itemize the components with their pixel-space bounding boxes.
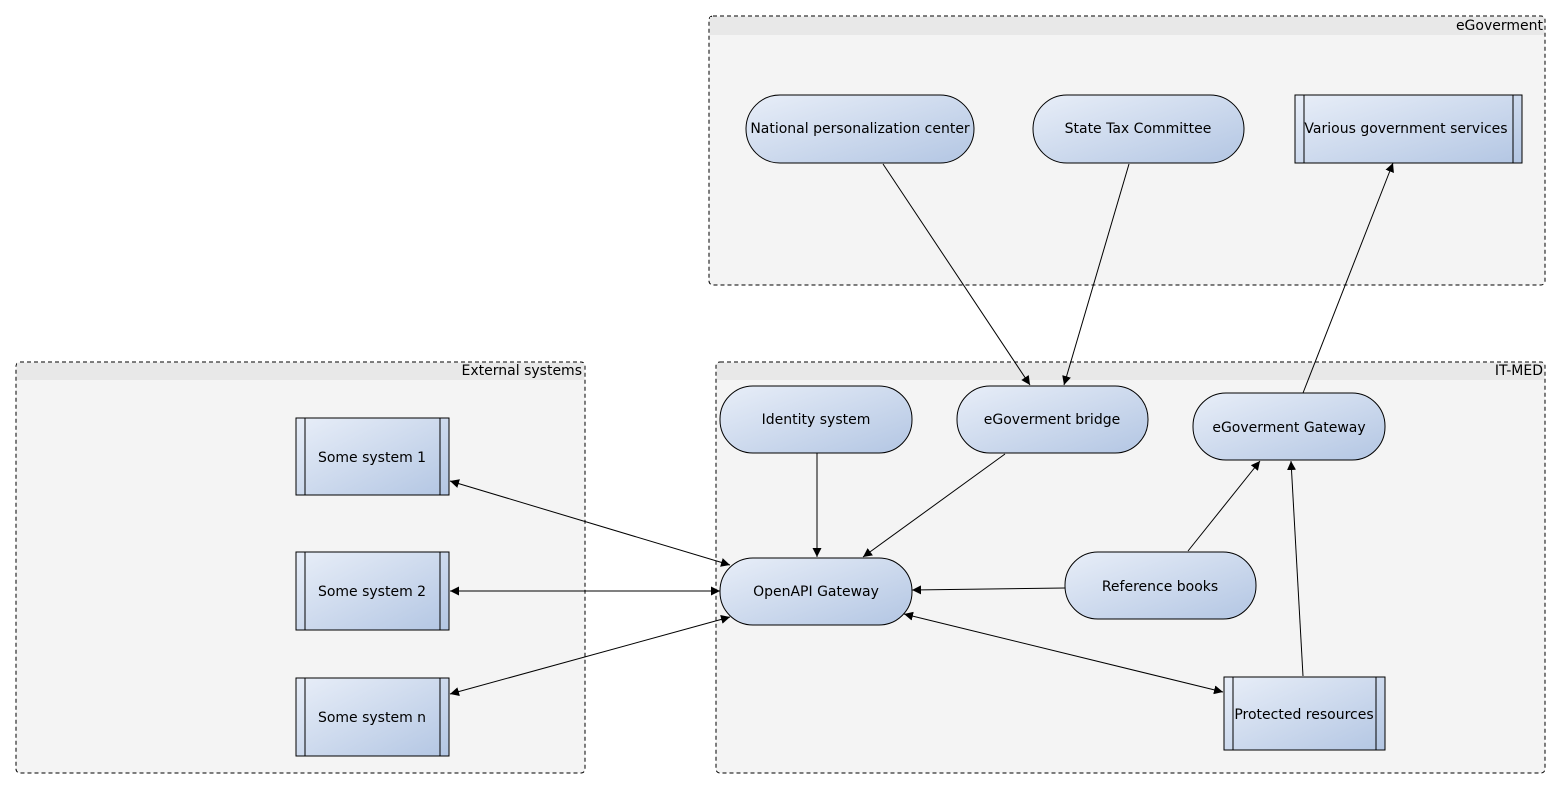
edge-refbooks-to-openapi — [911, 585, 1066, 595]
edges — [449, 162, 1394, 696]
edge-egovgw-to-vgs — [1302, 162, 1394, 394]
node-state-tax-committee: State Tax Committee — [1032, 94, 1245, 164]
edge-openapi-sys1 — [449, 479, 731, 567]
node-label: Some system n — [318, 710, 426, 726]
node-label: Reference books — [1102, 579, 1218, 595]
group-title-it-med: IT-MED — [1495, 363, 1543, 379]
edge-stc-to-bridge — [1062, 163, 1130, 386]
node-label: State Tax Committee — [1065, 121, 1212, 137]
node-reference-books: Reference books — [1064, 551, 1257, 620]
node-egoverment-bridge: eGoverment bridge — [956, 385, 1149, 454]
node-some-system-n: Some system n — [295, 677, 450, 757]
node-label: eGoverment bridge — [984, 412, 1120, 428]
edge-openapi-protected — [903, 611, 1224, 695]
node-openapi-gateway: OpenAPI Gateway — [719, 557, 913, 626]
node-various-government-services: Various government services — [1294, 94, 1523, 164]
node-label: Some system 1 — [318, 450, 426, 466]
group-title-egovernment: eGoverment — [1456, 18, 1544, 34]
node-label: eGoverment Gateway — [1212, 420, 1365, 436]
edge-protected-to-egovgw — [1287, 460, 1304, 677]
edge-refbooks-to-egovgw — [1187, 460, 1261, 552]
node-label: National personalization center — [750, 121, 970, 137]
node-label: Identity system — [762, 412, 871, 428]
edge-bridge-to-openapi — [862, 453, 1006, 558]
node-protected-resources: Protected resources — [1223, 676, 1386, 751]
node-egoverment-gateway: eGoverment Gateway — [1192, 392, 1386, 461]
node-national-personalization-center: National personalization center — [745, 94, 975, 164]
node-label: Protected resources — [1234, 707, 1373, 723]
node-label: Various government services — [1304, 121, 1507, 137]
node-identity-system: Identity system — [719, 385, 913, 454]
node-label: OpenAPI Gateway — [753, 584, 879, 600]
node-some-system-1: Some system 1 — [295, 417, 450, 496]
edge-npc-to-bridge — [882, 163, 1031, 386]
node-label: Some system 2 — [318, 584, 426, 600]
node-some-system-2: Some system 2 — [295, 551, 450, 631]
group-title-external-systems: External systems — [462, 363, 582, 379]
edge-openapi-sysn — [449, 615, 731, 696]
